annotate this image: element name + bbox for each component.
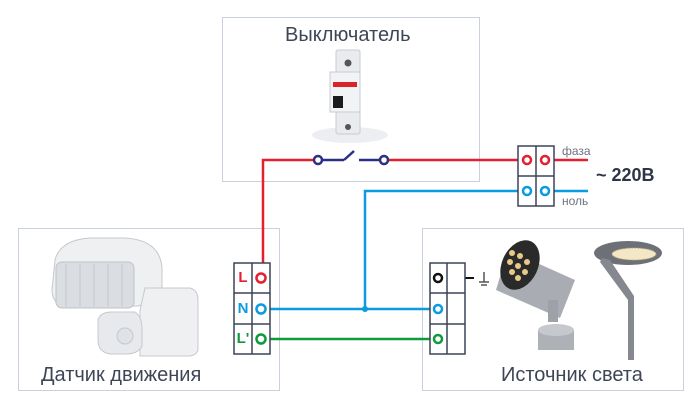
switch-panel-title: Выключатель bbox=[285, 24, 411, 46]
neutral-label: ноль bbox=[562, 194, 589, 208]
neutral-junction bbox=[362, 306, 368, 312]
neutral-wire bbox=[363, 189, 524, 309]
spotlight-image bbox=[496, 240, 575, 350]
voltage-label: ~ 220В bbox=[596, 165, 655, 185]
phase-wire bbox=[261, 158, 318, 270]
terminal-label-L: L bbox=[238, 269, 248, 286]
supply-terminal-block bbox=[517, 145, 555, 207]
terminal-label-L-prime: L' bbox=[236, 330, 250, 347]
phase-label: фаза bbox=[562, 144, 591, 158]
sensor-terminal-block bbox=[233, 262, 271, 355]
circuit-breaker-image bbox=[312, 49, 388, 143]
street-lamp-image bbox=[594, 241, 662, 360]
light-terminal-block bbox=[429, 262, 466, 355]
ground-icon bbox=[479, 272, 489, 286]
sensor-panel-title: Датчик движения bbox=[41, 364, 202, 386]
terminal-label-N: N bbox=[237, 300, 249, 317]
light-panel-title: Источник света bbox=[501, 364, 643, 386]
switch-symbol bbox=[312, 150, 390, 166]
motion-sensor-image bbox=[51, 237, 199, 357]
